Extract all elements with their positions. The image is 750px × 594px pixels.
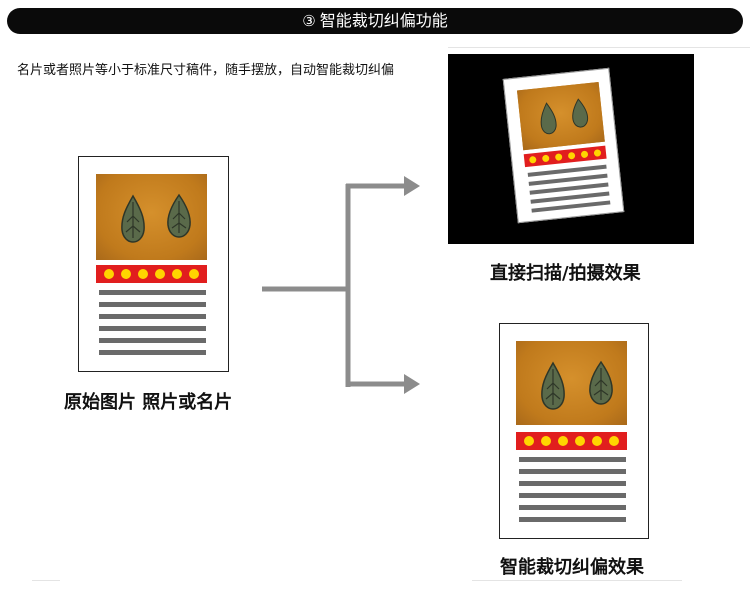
yellow-dot [557,436,568,446]
text-line [99,350,206,355]
divider-top [448,47,750,48]
subtitle-text: 名片或者照片等小于标准尺寸稿件，随手摆放，自动智能裁切纠偏 [17,63,395,78]
yellow-dot [189,269,200,279]
divider-bottom-left [32,580,60,581]
text-line [99,290,206,295]
divider-bottom-right [472,580,682,581]
arrow-down-head-icon [404,374,420,394]
leaf-left-icon [541,361,565,410]
leaf-left-icon [540,102,557,135]
text-line [99,338,206,343]
red-band [96,265,207,283]
card-photo [516,341,627,425]
yellow-dot [540,436,551,446]
yellow-dot [541,154,550,163]
red-band [516,432,627,450]
card-photo [96,174,207,260]
caption-smart-crop: 智能裁切纠偏效果 [500,557,644,578]
leaf-right-icon [572,98,589,128]
card-photo [517,81,605,151]
yellow-dot [120,269,131,279]
cropped-card [499,323,649,539]
leaf-left-icon [121,194,145,243]
yellow-dot [137,269,148,279]
yellow-dot [103,269,114,279]
text-line [519,517,626,522]
step-number: ③ [302,12,316,30]
yellow-dot [593,149,602,157]
text-line [519,469,626,474]
yellow-dot [580,150,589,159]
yellow-dot [172,269,183,279]
text-line [99,326,206,331]
section-title: 智能裁切纠偏功能 [319,11,448,30]
yellow-dot [575,436,586,446]
text-line [99,314,206,319]
yellow-dot [523,436,534,446]
yellow-dot [155,269,166,279]
yellow-dot [528,155,537,164]
text-line [99,302,206,307]
text-line [519,493,626,498]
text-line [519,481,626,486]
leaf-right-icon [167,193,191,238]
leaf-right-icon [589,360,613,405]
text-line [519,457,626,462]
original-card [78,156,229,372]
text-line [519,505,626,510]
caption-original: 原始图片 照片或名片 [64,392,233,413]
yellow-dot [567,151,576,160]
yellow-dot [554,153,563,161]
yellow-dot [609,436,620,446]
arrow-up-head-icon [404,176,420,196]
tilted-card [502,67,625,224]
caption-scan-effect: 直接扫描/拍摄效果 [490,263,641,284]
yellow-dot [592,436,603,446]
